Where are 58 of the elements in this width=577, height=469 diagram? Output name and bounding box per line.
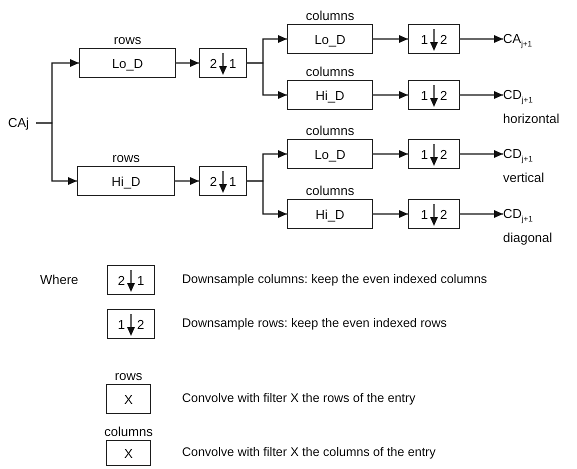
arrow: [460, 91, 503, 99]
filter-direction-label: rows: [114, 33, 142, 48]
filter-direction-label: rows: [112, 151, 140, 166]
filter-box: Hi_D: [287, 80, 373, 110]
arrow: [176, 59, 199, 67]
legend-description: Downsample rows: keep the even indexed rows: [182, 316, 447, 330]
filter-box: X: [106, 440, 151, 466]
downsample-digit: 2: [440, 208, 448, 220]
output-label: CA$_{j+1}$: [503, 30, 532, 51]
arrow: [460, 35, 503, 43]
downsample-digit: 2: [440, 32, 448, 46]
arrow: [36, 122, 77, 185]
filter-direction-label: columns: [306, 184, 354, 199]
output-label: horizontal: [503, 110, 560, 128]
filter-box: Lo_D: [79, 48, 176, 78]
downsample-digit: 2: [137, 318, 144, 330]
arrow: [460, 150, 503, 158]
arrow: [373, 91, 408, 99]
output-label: CD$_{j+1}$: [503, 145, 534, 166]
output-label: CD$_{j+1}$: [503, 205, 534, 226]
filter-box: Hi_D: [77, 166, 175, 196]
downsample-digit: 2: [440, 88, 448, 102]
downsample-digit: 1: [420, 32, 428, 46]
output-label: CD$_{j+1}$: [503, 86, 534, 107]
filter-direction-label: columns: [104, 425, 153, 440]
filter-box: X: [106, 384, 151, 414]
filter-box: Lo_D: [287, 139, 373, 169]
legend-intro-label: Where: [40, 272, 78, 287]
downsample-digit: 2: [210, 56, 217, 70]
legend-description: Convolve with filter X the rows of the entry: [182, 391, 416, 405]
downsample-digit: 1: [420, 208, 428, 220]
arrow: [247, 62, 287, 99]
output-label: vertical: [503, 168, 544, 187]
legend-description: Downsample columns: keep the even indexed columns: [182, 272, 488, 286]
arrow: [460, 210, 503, 218]
arrow: [175, 177, 199, 185]
filter-direction-label: columns: [306, 9, 354, 24]
downsample-digit: 1: [229, 56, 236, 70]
downsample-digit: 1: [420, 148, 428, 160]
arrow: [373, 150, 408, 158]
downsample-digit: 2: [210, 174, 217, 188]
arrow: [247, 180, 287, 218]
downsample-digit: 1: [420, 88, 428, 102]
arrow: [373, 210, 408, 218]
output-label: CAj: [8, 114, 29, 132]
legend-description: Convolve with filter X the columns of the entry: [182, 445, 436, 459]
filter-direction-label: rows: [114, 369, 142, 384]
arrow: [373, 35, 408, 43]
downsample-digit: 2: [118, 274, 125, 286]
output-label: diagonal: [503, 228, 552, 247]
downsample-digit: 2: [440, 148, 448, 160]
downsample-digit: 1: [118, 318, 125, 330]
downsample-digit: 1: [229, 174, 236, 188]
filter-direction-label: columns: [306, 124, 354, 139]
filter-box: Lo_D: [287, 24, 373, 54]
downsample-digit: 1: [137, 274, 144, 286]
filter-box: Hi_D: [287, 199, 373, 229]
filter-direction-label: columns: [306, 65, 354, 80]
